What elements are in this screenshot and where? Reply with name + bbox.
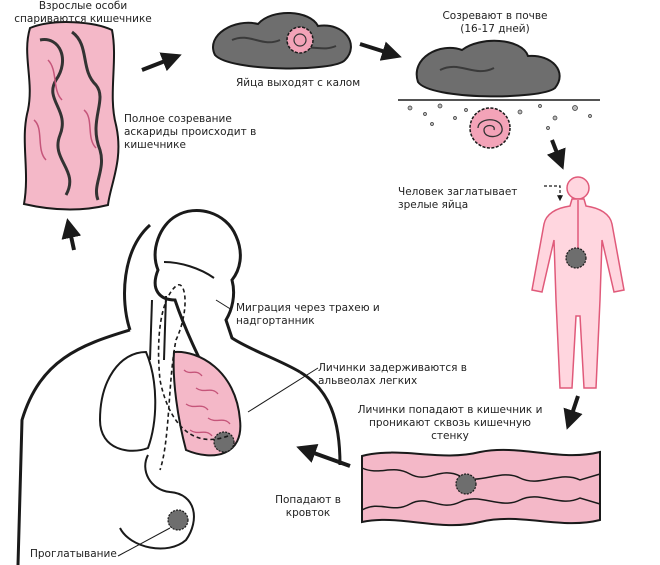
label-mature-in-soil: Созревают в почве (16-17 дней): [442, 10, 548, 35]
label-eggs-excreted: Яйца выходят с калом: [236, 77, 361, 89]
feces-with-egg: [212, 11, 352, 70]
label-larvae-enter-intestine: Личинки попадают в кишечник и проникают …: [357, 404, 543, 442]
intestine-with-worms: [22, 21, 120, 211]
label-larvae-in-alveoli: Личинки задерживаются в альвеолах легких: [318, 362, 467, 387]
intestine-segment: [361, 448, 601, 527]
label-enter-blood: Попадают в кровток: [275, 494, 341, 519]
leader-lines: [117, 299, 319, 557]
label-migration-trachea: Миграция через трахею и надгортанник: [236, 302, 380, 327]
label-swallowing: Проглатывание: [30, 548, 117, 560]
label-human-swallows: Человек заглатывает зрелые яйца: [398, 186, 518, 211]
soil-with-egg: [398, 39, 600, 149]
label-adults-mate: Взрослые особи спариваются кишечнике: [14, 0, 152, 25]
human-torso: [16, 209, 342, 565]
label-full-maturation: Полное созревание аскариды происходит в …: [124, 113, 257, 151]
human-figure: [531, 176, 625, 389]
cycle-arrows: [61, 41, 583, 468]
